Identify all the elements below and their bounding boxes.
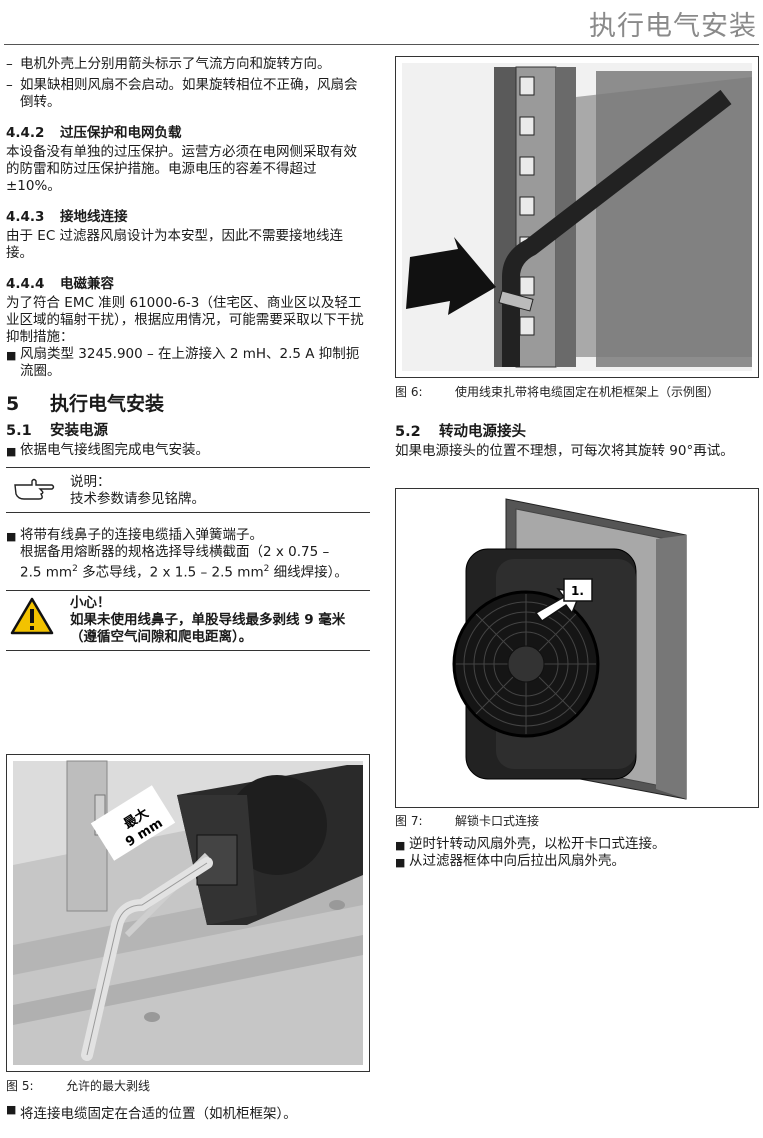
dash-item: –电机外壳上分别用箭头标示了气流方向和旋转方向。 — [6, 56, 331, 72]
header-divider — [4, 44, 759, 45]
figure-5: 最大 9 mm — [6, 754, 370, 1072]
section-text-4-4-2: 本设备没有单独的过压保护。运营方必须在电网侧采取有效的防雷和防过压保护措施。电源… — [6, 144, 357, 194]
page-header-title: 执行电气安装 — [589, 11, 757, 42]
caution-box: 小心！ 如果未使用线鼻子，单股导线最多剥线 9 毫米（遵循空气间隙和爬电距离）。 — [6, 589, 370, 651]
figure-5-caption: 图 5:允许的最大剥线 — [6, 1079, 151, 1093]
figure-7: 1. — [395, 488, 759, 808]
cable-tie-illustration — [402, 63, 752, 371]
bullet-item: ■逆时针转动风扇外壳，以松开卡口式连接。 — [395, 836, 666, 852]
section-text-4-4-4: 为了符合 EMC 准则 61000-6-3（住宅区、商业区以及轻工业区域的辐射干… — [6, 295, 364, 345]
section-text-5-2: 如果电源接头的位置不理想，可每次将其旋转 90°再试。 — [395, 443, 734, 459]
right-bullets: ■逆时针转动风扇外壳，以松开卡口式连接。 ■从过滤器框体中向后拉出风扇外壳。 — [395, 836, 759, 870]
bullet-item: ■依据电气接线图完成电气安装。 — [6, 442, 209, 458]
caution-label: 小心！ — [70, 594, 111, 611]
note-box: 说明： 技术参数请参见铭牌。 — [6, 467, 370, 513]
note-text: 技术参数请参见铭牌。 — [70, 491, 205, 507]
bullet-item: ■风扇类型 3245.900 – 在上游接入 2 mH、2.5 A 抑制扼流圈。 — [6, 346, 360, 379]
step-1-tag: 1. — [571, 584, 584, 598]
dash-item: –如果缺相则风扇不会启动。如果旋转相位不正确，风扇会倒转。 — [6, 77, 358, 110]
warning-triangle-icon — [10, 597, 54, 634]
fan-unlock-illustration: 1. — [452, 498, 687, 800]
bullet-item: ■将带有线鼻子的连接电缆插入弹簧端子。 — [6, 527, 263, 543]
stripping-illustration: 最大 9 mm — [13, 760, 363, 1065]
section-text-4-4-3: 由于 EC 过滤器风扇设计为本安型，因此不需要接地线连接。 — [6, 228, 344, 261]
note-label: 说明： — [70, 474, 111, 490]
figure-6 — [395, 56, 759, 378]
pointing-hand-icon — [14, 478, 55, 500]
caution-text: 如果未使用线鼻子，单股导线最多剥线 9 毫米（遵循空气间隙和爬电距离）。 — [70, 611, 346, 645]
figure-6-caption: 图 6:使用线束扎带将电缆固定在机柜框架上（示例图） — [395, 385, 720, 399]
bullet-item: ■将连接电缆固定在合适的位置（如机柜框架）。 — [6, 1103, 297, 1122]
cable-text: 根据备用熔断器的规格选择导线横截面（2 x 0.75 – 2.5 mm2 多芯导… — [20, 544, 348, 581]
figure-7-caption: 图 7:解锁卡口式连接 — [395, 814, 540, 828]
left-column: –电机外壳上分别用箭头标示了气流方向和旋转方向。 –如果缺相则风扇不会启动。如果… — [6, 56, 370, 659]
bullet-item: ■从过滤器框体中向后拉出风扇外壳。 — [395, 853, 625, 869]
